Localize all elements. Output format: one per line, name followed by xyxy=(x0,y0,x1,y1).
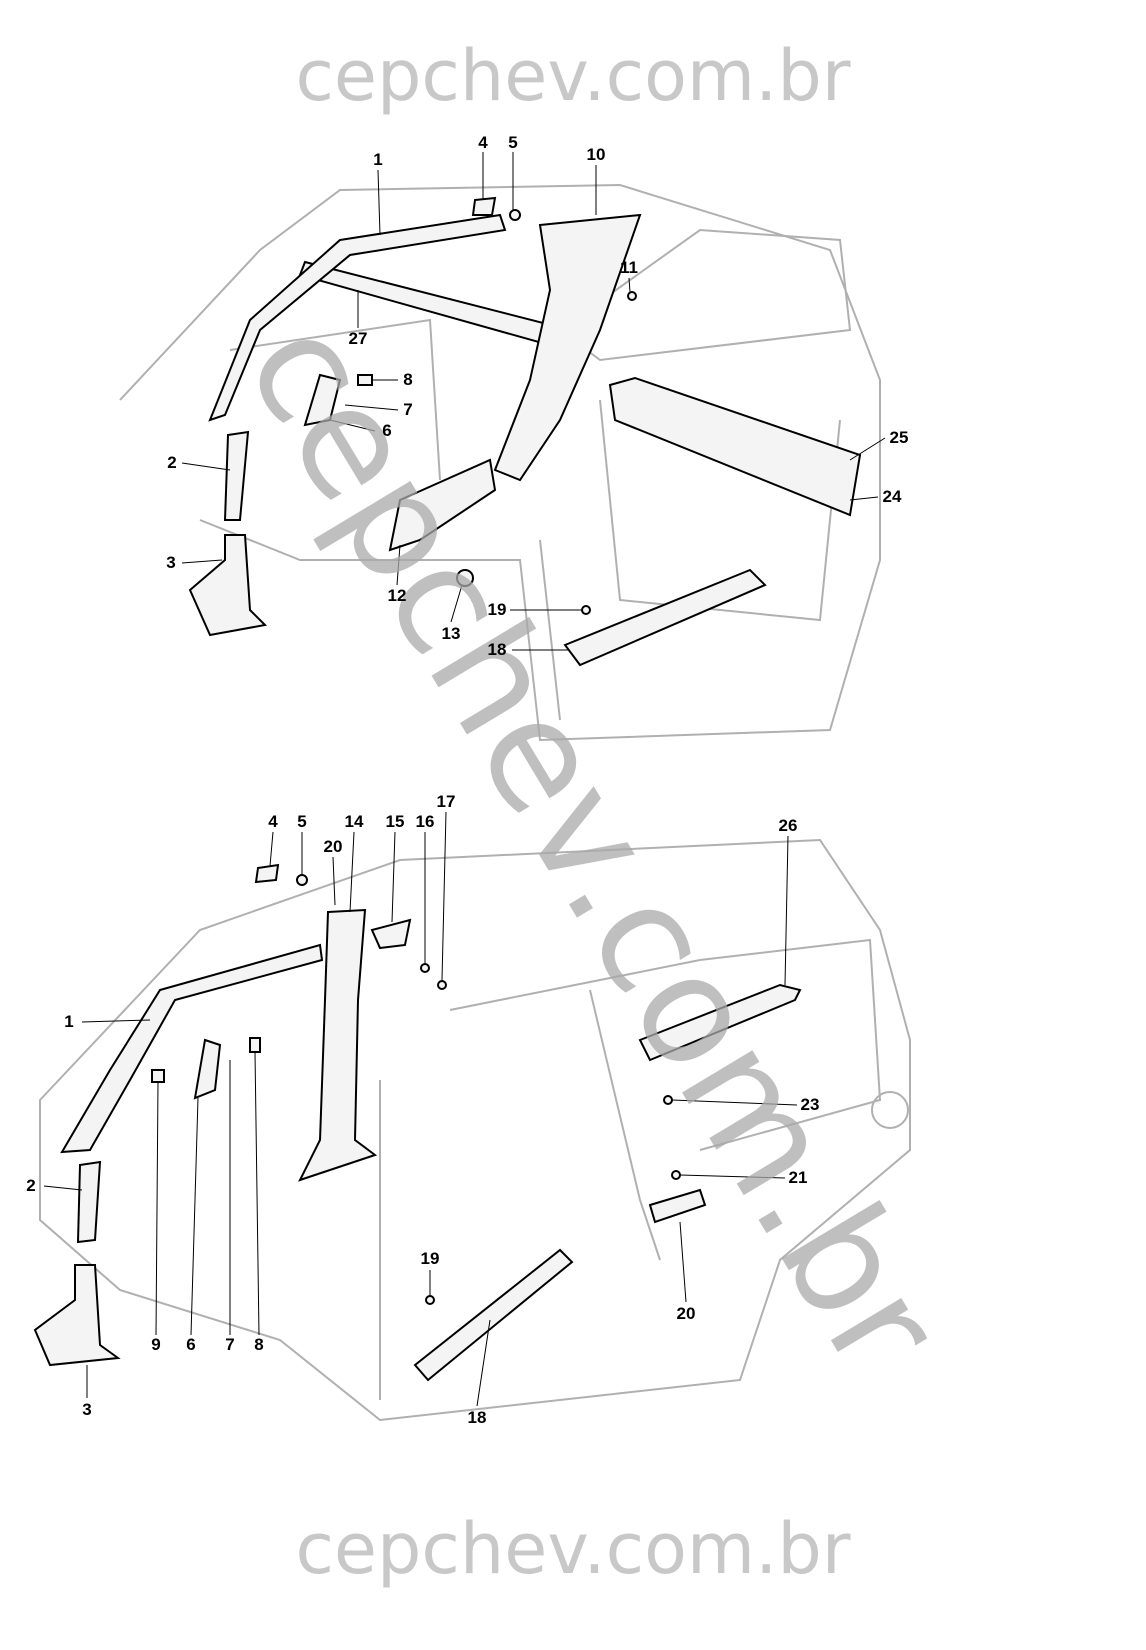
part-15 xyxy=(370,918,412,950)
callout-16: 16 xyxy=(415,812,435,831)
callout-3: 3 xyxy=(82,1400,92,1419)
part-18-sill xyxy=(413,1248,574,1382)
callout-26: 26 xyxy=(778,816,798,835)
callout-1: 1 xyxy=(64,1012,74,1031)
callout-14: 14 xyxy=(344,812,364,831)
part-18-sill xyxy=(563,568,767,667)
part-20-step xyxy=(648,1188,707,1224)
part-3 xyxy=(33,1264,121,1367)
part-9 xyxy=(151,1069,165,1083)
callout-18: 18 xyxy=(467,1408,487,1427)
callout-8: 8 xyxy=(403,370,413,389)
callout-19: 19 xyxy=(487,600,507,619)
part-12 xyxy=(388,458,497,552)
callout-15: 15 xyxy=(385,812,405,831)
callout-13: 13 xyxy=(441,624,461,643)
callout-4: 4 xyxy=(478,133,488,152)
part-11 xyxy=(627,291,637,301)
part-16 xyxy=(420,963,430,973)
bottom-parts xyxy=(33,863,802,1382)
part-14-pillar xyxy=(298,908,378,1182)
part-1-pillar xyxy=(208,213,507,422)
part-26 xyxy=(638,983,802,1062)
part-17 xyxy=(437,980,447,990)
callout-23: 23 xyxy=(800,1095,820,1114)
callout-25: 25 xyxy=(889,428,909,447)
part-10-pillar xyxy=(493,213,642,482)
part-19 xyxy=(581,605,591,615)
part-3 xyxy=(188,534,268,637)
top-cab-outline xyxy=(119,183,881,742)
callout-24: 24 xyxy=(882,487,902,506)
part-13 xyxy=(456,569,474,587)
part-5 xyxy=(296,874,308,886)
callout-7: 7 xyxy=(225,1335,235,1354)
callout-12: 12 xyxy=(387,586,407,605)
watermark-top: cepchev.com.br xyxy=(295,35,851,117)
callout-20: 20 xyxy=(323,837,343,856)
part-2 xyxy=(223,430,250,521)
part-5 xyxy=(509,209,521,221)
part-4 xyxy=(254,863,280,884)
part-6 xyxy=(193,1038,222,1100)
callout-6: 6 xyxy=(186,1335,196,1354)
part-1-pillar xyxy=(60,943,324,1154)
callout-5: 5 xyxy=(297,812,307,831)
bottom-suv-outline xyxy=(39,838,911,1422)
watermark-bottom: cepchev.com.br xyxy=(295,1508,851,1590)
part-8 xyxy=(249,1037,261,1053)
callout-27: 27 xyxy=(348,329,368,348)
part-21 xyxy=(671,1170,681,1180)
callout-3: 3 xyxy=(166,553,176,572)
bottom-leaders xyxy=(43,811,798,1407)
callout-18: 18 xyxy=(487,640,507,659)
part-19 xyxy=(425,1295,435,1305)
callout-7: 7 xyxy=(403,400,413,419)
callout-6: 6 xyxy=(382,421,392,440)
callout-9: 9 xyxy=(151,1335,161,1354)
top-parts xyxy=(188,196,862,667)
callout-19: 19 xyxy=(420,1249,440,1268)
part-2 xyxy=(76,1160,102,1244)
callout-8: 8 xyxy=(254,1335,264,1354)
part-4 xyxy=(471,196,497,216)
callout-2: 2 xyxy=(26,1176,36,1195)
callout-11: 11 xyxy=(620,258,638,277)
callout-21: 21 xyxy=(788,1168,808,1187)
callout-5: 5 xyxy=(508,133,518,152)
top-leaders xyxy=(181,152,886,651)
callout-2: 2 xyxy=(167,453,177,472)
callout-20: 20 xyxy=(676,1304,696,1323)
part-24-25-rear-trim xyxy=(608,376,862,517)
callout-17: 17 xyxy=(436,792,456,811)
callout-4: 4 xyxy=(268,812,278,831)
callout-1: 1 xyxy=(373,150,383,169)
callout-10: 10 xyxy=(586,145,606,164)
